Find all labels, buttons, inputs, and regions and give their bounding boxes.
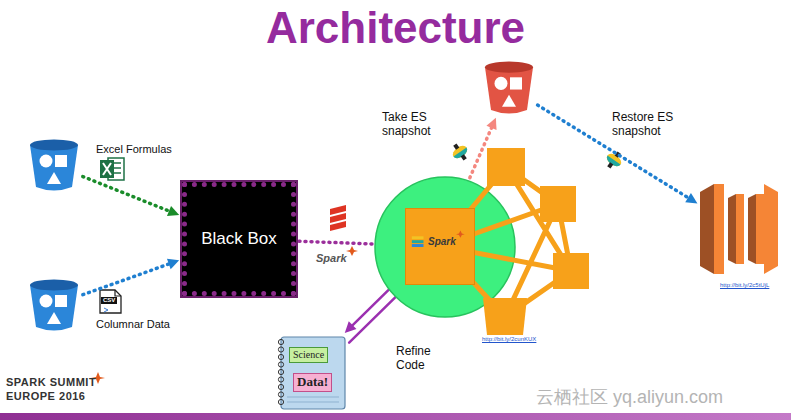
connector-line	[83, 177, 171, 212]
aws-service-icon	[700, 178, 778, 280]
diagram-title: Architecture	[0, 3, 791, 54]
es-cluster-group: http://bit.ly/2cunKUX Spark	[377, 143, 597, 343]
file-type-label: CSV	[101, 297, 117, 304]
notebook: ScienceData!	[275, 335, 347, 411]
event-logo-text: SPARK SUMMIT	[6, 376, 96, 389]
excel-icon	[100, 158, 124, 180]
node-text: http://bit.ly/2c5tUjL	[720, 282, 769, 289]
edge-label: Refine Code	[396, 344, 448, 373]
snapshot-bucket	[483, 60, 535, 115]
node-text: Spark	[428, 236, 456, 248]
arrowhead	[685, 193, 697, 203]
bucket-icon	[28, 278, 80, 332]
connector	[83, 259, 179, 295]
node-text: Excel Formulas	[96, 143, 172, 156]
csv-icon	[100, 290, 121, 313]
connector-line	[83, 263, 171, 294]
storage-bucket: Columnar Data	[28, 278, 80, 332]
arrowhead	[167, 259, 179, 269]
black-box: Black Box	[182, 182, 296, 296]
node-text: Black Box	[201, 229, 277, 249]
connector-line	[349, 293, 399, 342]
spark-node: Spark	[405, 208, 475, 285]
edge-label: Restore ES snapshot	[612, 110, 692, 139]
node-text: http://bit.ly/2cunKUX	[482, 336, 536, 343]
node-text: Columnar Data	[96, 318, 170, 331]
spark-star	[346, 246, 358, 256]
connector	[83, 177, 179, 217]
storage-bucket: Excel Formulas	[28, 138, 80, 192]
spark-logo-text: Spark	[316, 252, 347, 265]
arrowhead	[486, 118, 496, 130]
bucket-icon	[28, 138, 80, 192]
aws-elasticsearch: http://bit.ly/2c5tUjL	[700, 178, 778, 280]
footer-bar	[0, 413, 791, 420]
scala-logo	[330, 205, 346, 231]
arrowhead	[345, 321, 357, 333]
event-logo-text: EUROPE 2016	[6, 390, 85, 403]
node-text: Science	[289, 347, 328, 363]
edge-label: Take ES snapshot	[382, 110, 446, 139]
watermark: 云栖社区 yq.aliyun.com	[536, 387, 723, 408]
node-text: Data!	[293, 373, 332, 392]
bucket-icon	[483, 60, 535, 115]
arrowhead	[167, 206, 179, 216]
snapshot-icon	[448, 140, 471, 164]
